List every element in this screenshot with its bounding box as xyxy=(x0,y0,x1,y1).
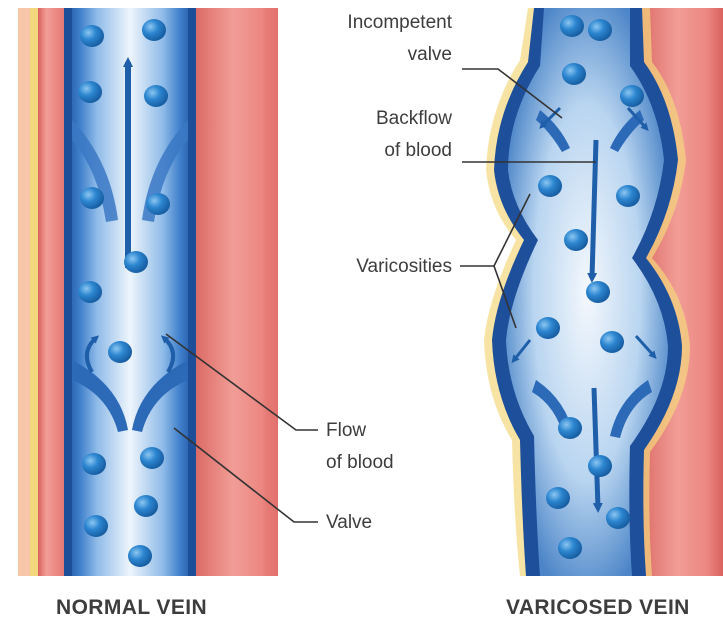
blood-cell xyxy=(142,19,166,41)
blood-cell xyxy=(140,447,164,469)
varicosed-vein xyxy=(484,8,723,576)
blood-cell xyxy=(606,507,630,529)
blood-cell xyxy=(558,417,582,439)
blood-cell xyxy=(538,175,562,197)
blood-cell xyxy=(616,185,640,207)
normal-vein xyxy=(18,8,278,576)
label-valve: Valve xyxy=(326,512,372,533)
skin-layer-left xyxy=(18,8,32,576)
blood-cell xyxy=(588,455,612,477)
normal-vein-wall-right xyxy=(188,8,196,576)
blood-cell xyxy=(84,515,108,537)
muscle-right-of-normal-vein xyxy=(196,8,278,576)
blood-cell xyxy=(134,495,158,517)
blood-cell xyxy=(108,341,132,363)
blood-cell xyxy=(80,25,104,47)
label-flow-line2: of blood xyxy=(326,452,394,473)
label-backflow-line1: Backflow xyxy=(376,108,452,129)
blood-cell xyxy=(558,537,582,559)
label-incompetent-line2: valve xyxy=(408,44,452,65)
label-varicosities: Varicosities xyxy=(356,256,452,277)
blood-cell xyxy=(600,331,624,353)
varicosed-vein-title: VARICOSED VEIN xyxy=(506,596,690,619)
muscle-edge xyxy=(268,8,278,576)
blood-cell xyxy=(560,15,584,37)
blood-cell xyxy=(124,251,148,273)
blood-cell xyxy=(588,19,612,41)
fat-layer-left xyxy=(30,8,38,576)
blood-cell xyxy=(128,545,152,567)
label-incompetent-line1: Incompetent xyxy=(347,12,452,33)
blood-cell xyxy=(144,85,168,107)
blood-cell xyxy=(536,317,560,339)
label-backflow-line2: of blood xyxy=(384,140,452,161)
blood-cell xyxy=(78,81,102,103)
blood-cell xyxy=(546,487,570,509)
blood-cell xyxy=(620,85,644,107)
blood-cell xyxy=(586,281,610,303)
normal-vein-title: NORMAL VEIN xyxy=(56,596,207,619)
blood-cell xyxy=(146,193,170,215)
blood-cell xyxy=(562,63,586,85)
blood-cell xyxy=(82,453,106,475)
blood-cell xyxy=(78,281,102,303)
blood-cell xyxy=(80,187,104,209)
normal-vein-wall-left xyxy=(64,8,72,576)
label-flow-line1: Flow xyxy=(326,420,366,441)
blood-cell xyxy=(564,229,588,251)
